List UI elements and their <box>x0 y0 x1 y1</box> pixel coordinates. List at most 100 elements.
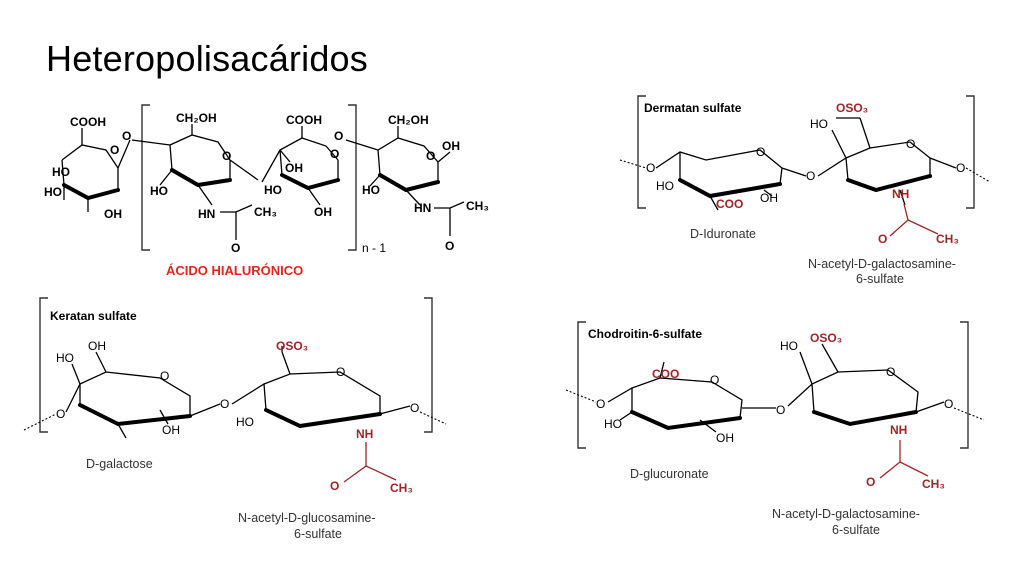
hy-ch2oh-2: CH₂OH <box>388 113 429 127</box>
ch-acetyl <box>879 440 929 479</box>
ke-ring-o-1: O <box>160 369 169 383</box>
ke-o-left: O <box>56 407 65 421</box>
de-nh: NH <box>892 187 909 201</box>
hy-acetyl-2 <box>434 201 465 236</box>
chondroitin-bracket-left <box>577 321 586 449</box>
de-ho-1: HO <box>656 179 674 193</box>
ke-ring-2-front <box>264 408 382 429</box>
hy-link-o-3: O <box>334 129 343 143</box>
slide-title: Heteropolisacáridos <box>46 38 368 79</box>
ring-2-subs <box>159 124 259 206</box>
ring-1-subs <box>63 128 131 212</box>
ke-o-right: O <box>410 401 419 415</box>
ch-o: O <box>866 475 875 489</box>
de-ring-1-bonds <box>655 149 783 185</box>
de-link <box>781 167 807 177</box>
hy-cooh-2: COOH <box>286 113 322 127</box>
keratan-name: Keratan sulfate <box>50 309 137 323</box>
ring-3-bonds <box>261 137 339 183</box>
ke-ho: HO <box>56 351 74 365</box>
ch-ring-1-front <box>630 410 742 431</box>
ch-ring-1-subs <box>619 361 717 433</box>
ke-ring-2-subs <box>263 346 411 415</box>
ch-nh: NH <box>890 423 907 437</box>
ring-2-bonds <box>131 134 231 180</box>
ch-ring-o-1: O <box>710 373 719 387</box>
hyaluronic-bracket-right <box>348 104 357 251</box>
de-coo: COO <box>716 197 743 211</box>
ke-ring-2-bonds <box>231 371 381 414</box>
de-ch3: CH₃ <box>936 232 959 246</box>
hy-ho-4: HO <box>264 183 282 197</box>
hy-o-1: O <box>231 241 240 255</box>
keratan-bracket-right <box>424 297 433 433</box>
de-ring-o-1: O <box>756 145 765 159</box>
ch-oh: OH <box>716 431 734 445</box>
chondroitin-sugar-2-line1: N-acetyl-D-galactosamine- <box>772 507 920 521</box>
keratan-chain-left <box>23 413 57 431</box>
dermatan-sulfate-structure: Dermatan sulfate O HO COO OH O O HO OSO₃… <box>619 95 991 286</box>
ch-ring-2-bonds <box>787 369 919 413</box>
hy-ch3-2: CH₃ <box>466 199 489 213</box>
keratan-sugar-2-line2: 6-sulfate <box>294 527 342 541</box>
ke-o: O <box>330 479 339 493</box>
chondroitin-bracket-right <box>960 321 969 449</box>
chondroitin-name: Chodroitin-6-sulfate <box>588 327 702 341</box>
hy-ho-2: HO <box>44 185 62 199</box>
hy-ho-3: HO <box>150 184 168 198</box>
hyaluronic-acid-structure: COOH HO HO OH O O CH₂OH HO HN CH₃ O O CO… <box>44 104 489 278</box>
de-o-left: O <box>646 161 655 175</box>
de-acetyl <box>889 203 939 237</box>
ch-ring-1-bonds <box>607 377 743 419</box>
ke-ring-1-front <box>78 403 192 427</box>
ch-ch3: CH₃ <box>922 477 945 491</box>
ch-coo: COO <box>652 367 679 381</box>
de-oh: OH <box>760 191 778 205</box>
hy-oh-1: OH <box>104 207 122 221</box>
chondroitin-sulfate-structure: Chodroitin-6-sulfate O COO HO OH O O HO … <box>565 321 985 537</box>
de-link-o: O <box>806 169 815 183</box>
ring-2-front <box>170 168 232 188</box>
ke-ho-2: HO <box>236 415 254 429</box>
hy-oh-3: OH <box>314 205 332 219</box>
hy-oh-4: OH <box>442 139 460 153</box>
ke-nh: NH <box>356 427 373 441</box>
hy-ring-o-1: O <box>110 143 119 157</box>
de-oso3: OSO₃ <box>836 101 868 115</box>
ke-acetyl <box>343 442 397 483</box>
chondroitin-chain-right <box>953 407 985 421</box>
hy-ring-o-2: O <box>222 149 231 163</box>
ch-ring-2-front <box>812 410 918 427</box>
hy-link-o-1: O <box>122 129 131 143</box>
ring-1-front <box>62 183 120 201</box>
ke-link-o: O <box>220 397 229 411</box>
ch-o-right: O <box>944 397 953 411</box>
dermatan-sugar-1: D-Iduronate <box>690 227 756 241</box>
hy-oh-2: OH <box>285 161 303 175</box>
ke-ring-1-subs <box>71 351 169 439</box>
hyaluronic-bracket-left <box>141 104 150 251</box>
hy-repeat-label: n - 1 <box>362 241 386 255</box>
keratan-sulfate-structure: Keratan sulfate O HO OH OH O O OSO₃ HO O… <box>23 297 447 541</box>
chondroitin-sugar-1: D-glucuronate <box>630 467 709 481</box>
de-ring-2-subs <box>831 117 957 206</box>
ring-1-bonds <box>61 144 119 190</box>
ch-ho-1: HO <box>604 417 622 431</box>
de-ring-o-2: O <box>906 137 915 151</box>
keratan-bracket-left <box>39 297 48 433</box>
hy-ring-o-3: O <box>330 147 339 161</box>
ch-ring-2-subs <box>799 343 945 413</box>
ring-3-subs <box>279 126 321 206</box>
ring-4-bonds <box>345 137 439 182</box>
dermatan-name: Dermatan sulfate <box>644 101 742 115</box>
ch-oso3: OSO₃ <box>810 331 842 345</box>
ch-ho-2: HO <box>780 339 798 353</box>
ke-ch3: CH₃ <box>390 481 413 495</box>
de-ring-1-subs <box>679 152 773 211</box>
de-o: O <box>878 232 887 246</box>
chondroitin-sugar-2-line2: 6-sulfate <box>832 523 880 537</box>
ring-4-subs <box>369 126 451 206</box>
hy-ho-1: HO <box>52 165 70 179</box>
hy-ch2oh-1: CH₂OH <box>176 111 217 125</box>
